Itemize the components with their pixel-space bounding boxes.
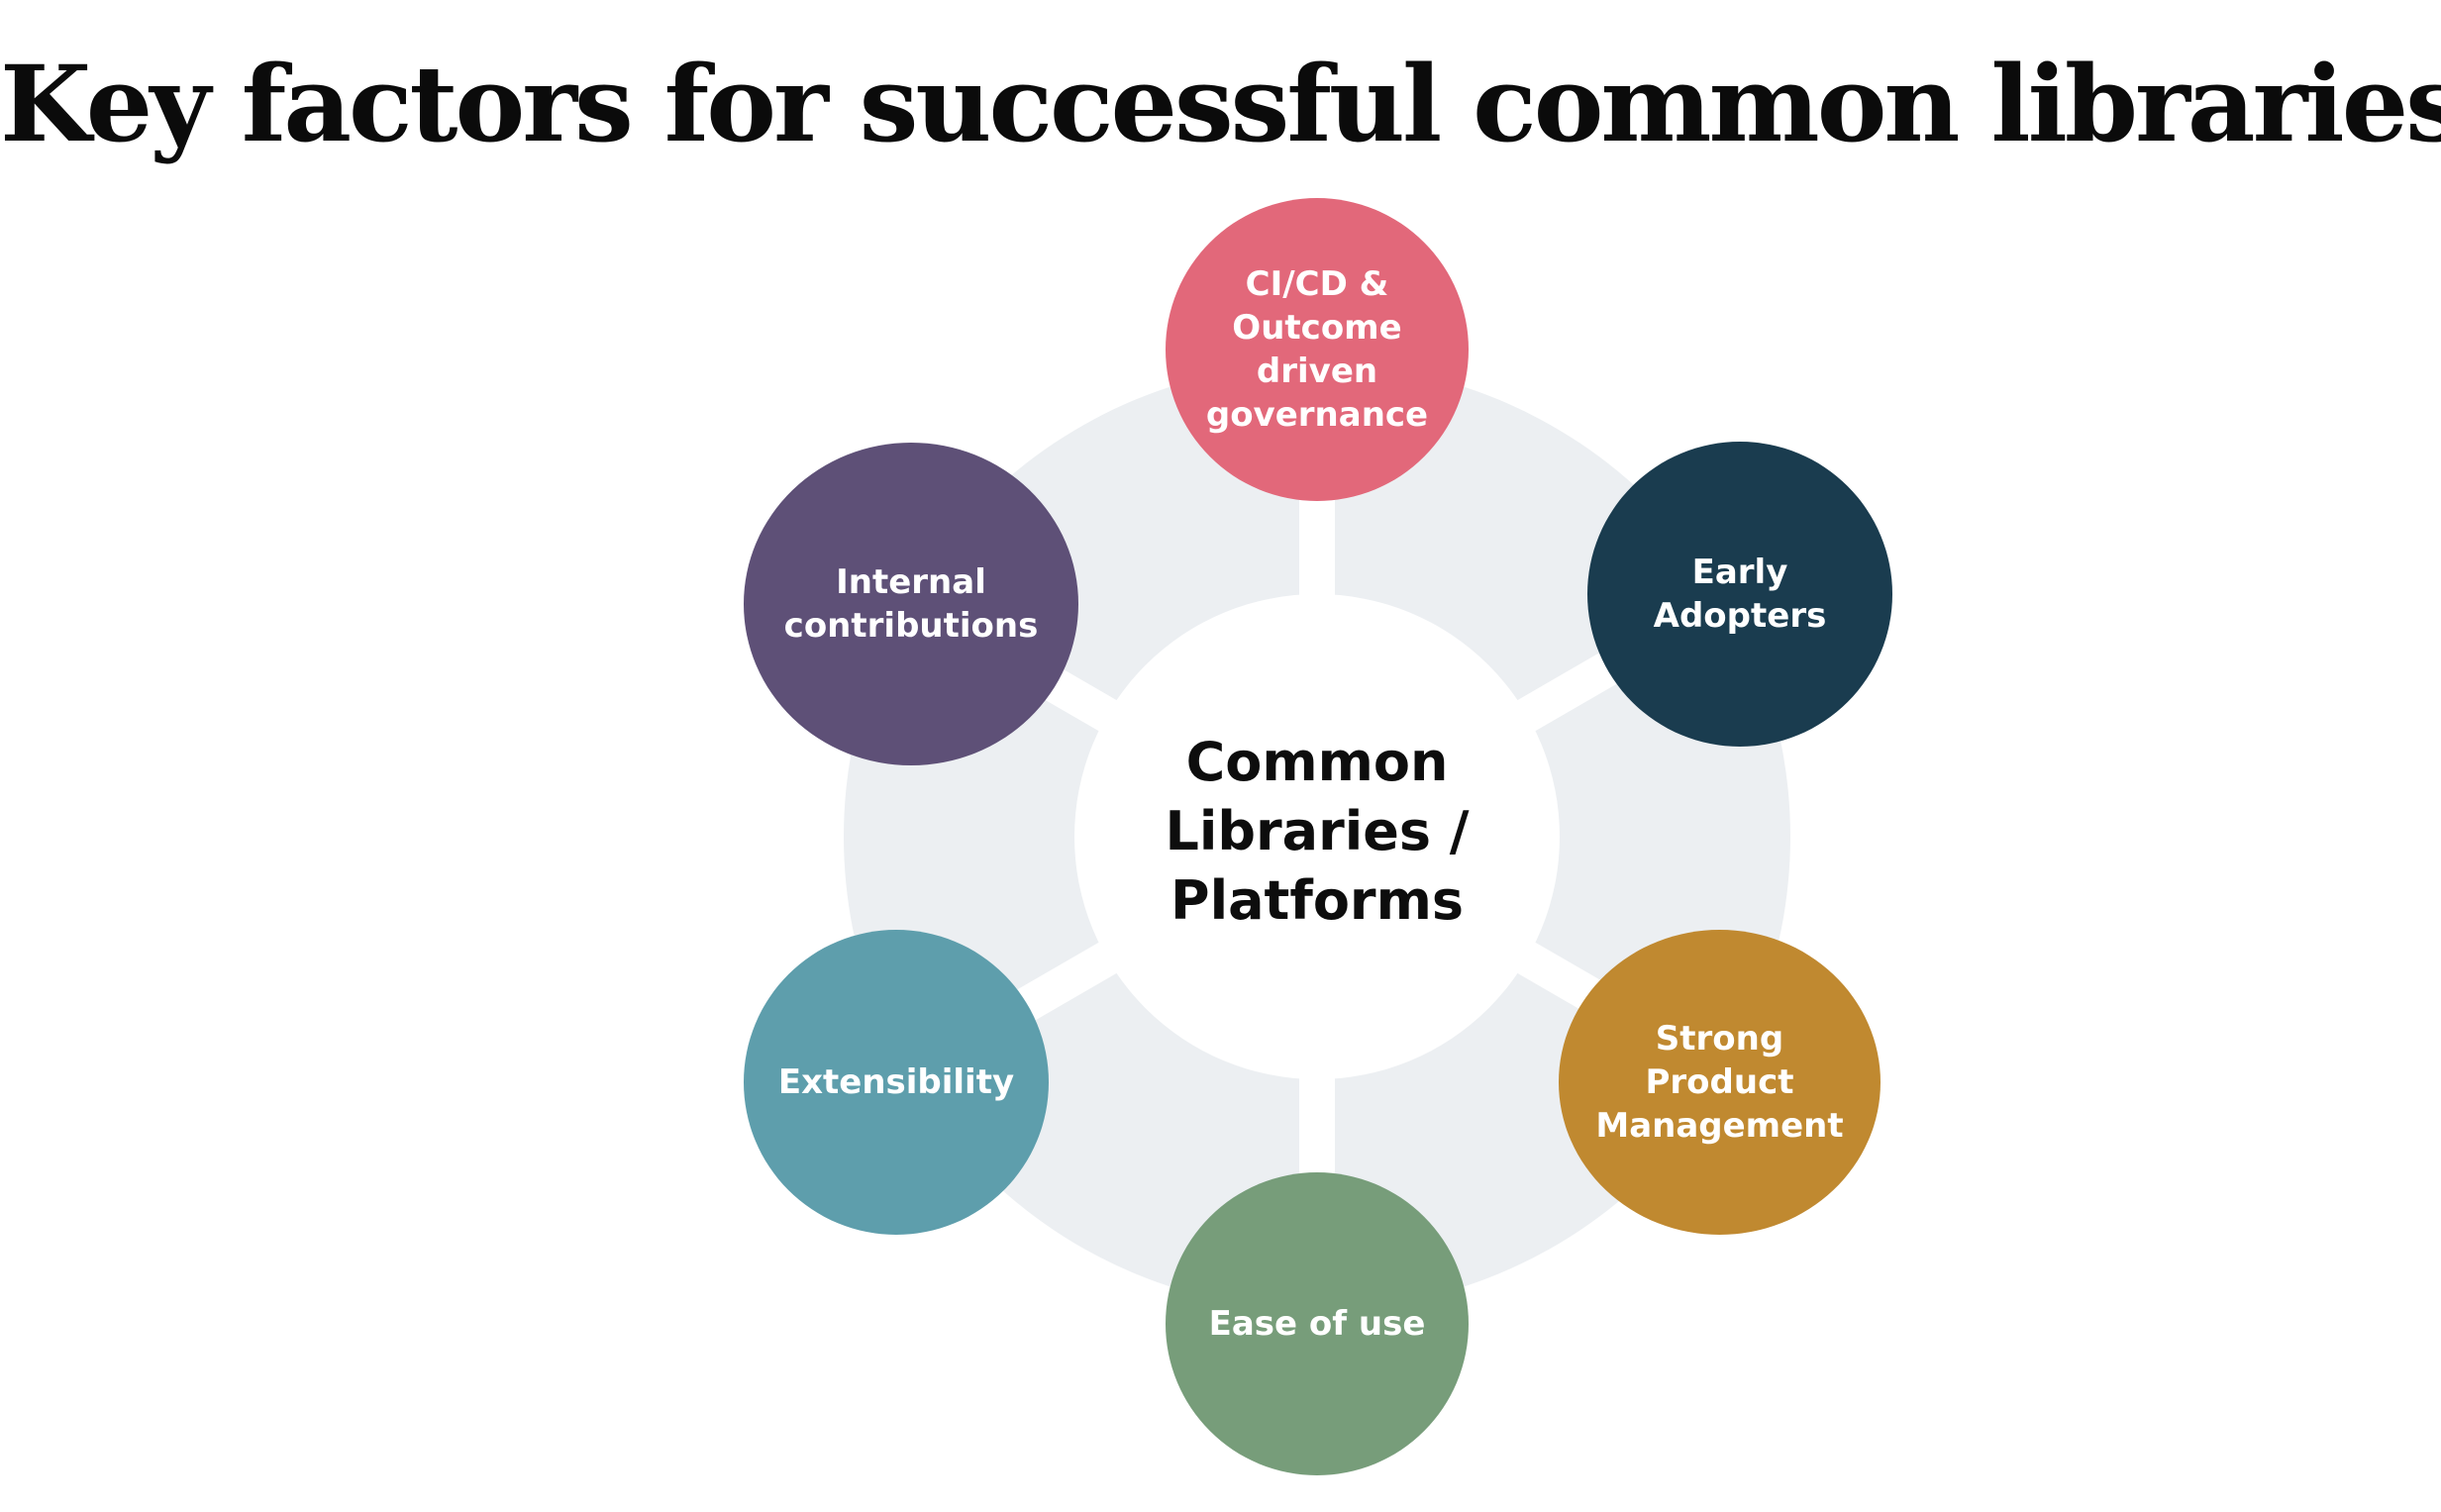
center-label: Common Libraries / Platforms	[1165, 731, 1470, 932]
factor-extensibility: Extensibility	[744, 930, 1049, 1235]
factor-internal-contributions: Internal contributions	[744, 443, 1078, 765]
factor-label: Ease of use	[1208, 1304, 1426, 1344]
factor-label: Internal contributions	[783, 562, 1039, 646]
factor-label: Early Adopters	[1653, 553, 1827, 636]
factor-label: Extensibility	[777, 1062, 1015, 1102]
page-title: Key factors for successful common librar…	[0, 42, 2441, 165]
factor-label: CI/CD & Outcome driven governance	[1205, 264, 1429, 435]
factor-ease-of-use: Ease of use	[1166, 1172, 1469, 1475]
factor-early-adopters: Early Adopters	[1587, 442, 1892, 747]
center-circle	[1074, 594, 1560, 1079]
factor-product-management: Strong Product Management	[1559, 930, 1881, 1235]
factor-cicd-governance: CI/CD & Outcome driven governance	[1166, 198, 1469, 501]
factor-label: Strong Product Management	[1595, 1019, 1844, 1146]
